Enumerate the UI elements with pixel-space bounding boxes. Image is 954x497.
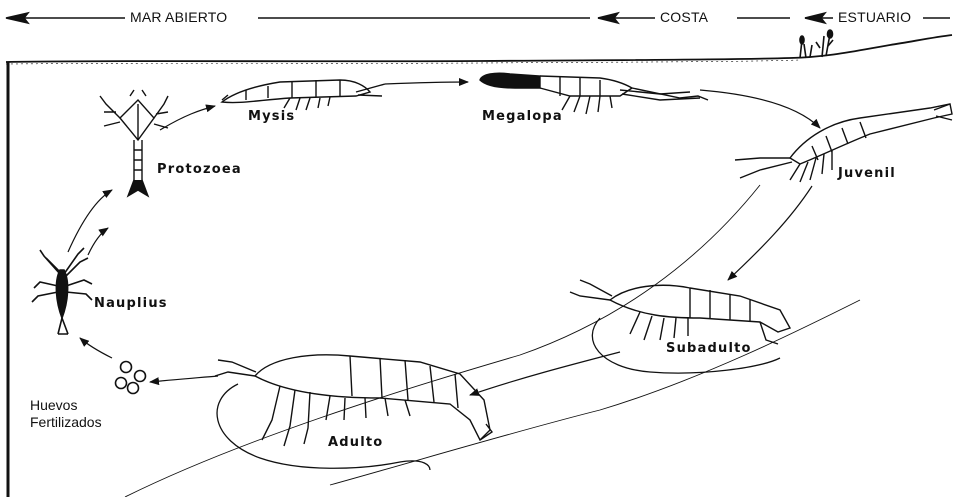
stage-label-eggs: Huevos Fertilizados — [30, 397, 102, 431]
arrow-eggs-to-nauplius — [80, 338, 112, 358]
adult-shrimp-icon — [215, 355, 492, 446]
migration-path-thin-2 — [330, 300, 860, 485]
stage-label-juvenil: Juvenil — [838, 166, 896, 182]
fertilized-eggs-icon — [116, 362, 146, 394]
subadult-shrimp-icon — [570, 280, 790, 344]
stage-label-mysis: Mysis — [248, 109, 295, 125]
nauplius-larva-icon — [32, 248, 92, 334]
mysis-larva-icon — [222, 80, 385, 110]
stage-label-eggs-line2: Fertilizados — [30, 414, 102, 431]
stage-label-subadulto: Subadulto — [666, 341, 752, 357]
estuary-plants-icon — [800, 30, 833, 58]
megalopa-larva-icon — [480, 73, 708, 114]
migration-path-thin-1 — [125, 185, 760, 497]
open-sea-arrowhead-left — [6, 13, 28, 23]
zone-label-open-sea: MAR ABIERTO — [127, 9, 230, 25]
arrow-nauplius-to-protozoea-2 — [88, 228, 108, 255]
stage-label-megalopa: Megalopa — [482, 109, 563, 125]
stage-label-protozoea: Protozoea — [157, 162, 242, 178]
arrow-mysis-to-megalopa — [385, 82, 468, 84]
protozoea-larva-icon — [100, 90, 168, 196]
arrow-juvenil-to-subadulto — [728, 186, 812, 280]
arrow-protozoea-to-mysis — [160, 106, 215, 130]
arrow-megalopa-to-juvenil — [700, 90, 820, 128]
adult-habitat-outline — [217, 384, 430, 470]
stage-label-nauplius: Nauplius — [94, 296, 168, 312]
arrow-nauplius-to-protozoea — [68, 190, 112, 252]
stage-label-adulto: Adulto — [328, 435, 383, 451]
arrow-adulto-to-eggs — [150, 376, 218, 382]
arrow-subadulto-to-adulto — [470, 352, 620, 395]
water-surface-line — [6, 35, 952, 62]
stage-label-eggs-line1: Huevos — [30, 397, 102, 414]
zone-label-estuary: ESTUARIO — [835, 9, 914, 25]
zone-label-coast: COSTA — [657, 9, 711, 25]
